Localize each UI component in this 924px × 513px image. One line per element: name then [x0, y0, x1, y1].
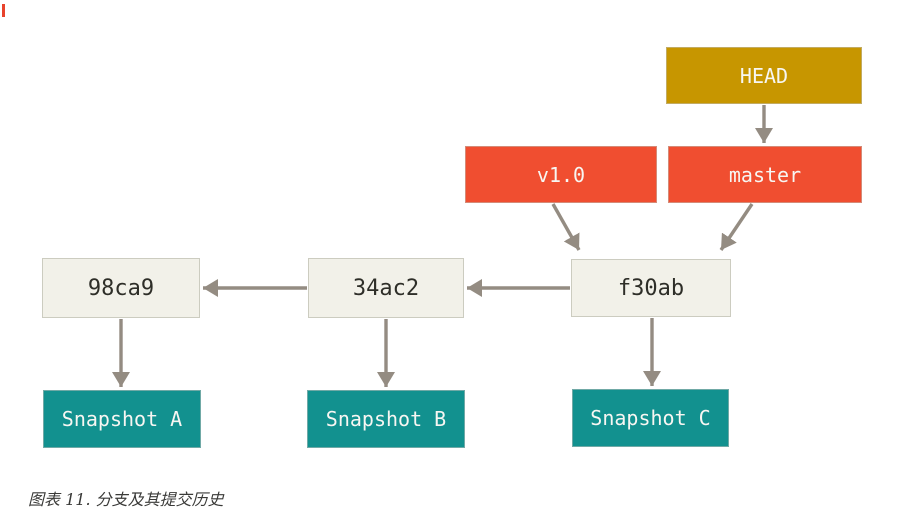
commit-f30ab-box: f30ab [571, 259, 731, 317]
figure-caption-text: 图表 11. 分支及其提交历史 [28, 490, 224, 509]
commit-f30ab-label: f30ab [617, 275, 685, 301]
head-ref-label: HEAD [739, 63, 789, 88]
figure-caption: 图表 11. 分支及其提交历史 [28, 486, 224, 510]
snapshot-c-label: Snapshot C [590, 406, 711, 430]
snapshot-c-box: Snapshot C [572, 389, 729, 447]
branch-master-box: master [668, 146, 862, 203]
snapshot-b-label: Snapshot B [325, 407, 447, 431]
tag-v1-label: v1.0 [536, 162, 586, 187]
head-ref-box: HEAD [666, 47, 862, 104]
stray-red-mark [2, 4, 5, 17]
arrow-v1-to-f30ab [551, 203, 581, 251]
snapshot-a-label: Snapshot A [61, 407, 183, 431]
branch-master-label: master [728, 162, 802, 187]
tag-v1-box: v1.0 [465, 146, 657, 203]
snapshot-a-box: Snapshot A [43, 390, 201, 448]
arrow-master-to-f30ab [719, 203, 754, 251]
commit-98ca9-label: 98ca9 [87, 275, 155, 301]
commit-34ac2-label: 34ac2 [352, 275, 420, 301]
commit-98ca9-box: 98ca9 [42, 258, 200, 318]
snapshot-b-box: Snapshot B [307, 390, 465, 448]
commit-34ac2-box: 34ac2 [308, 258, 464, 318]
